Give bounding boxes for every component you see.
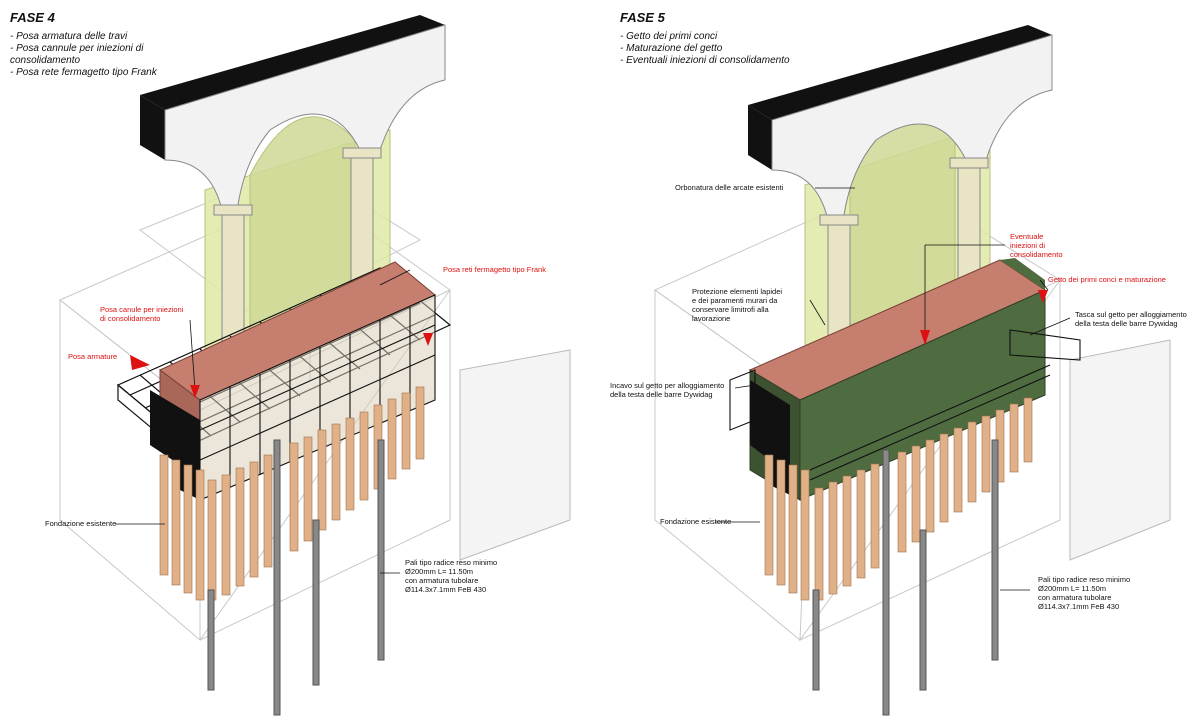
arch-wall [748,25,1053,221]
arch-wall [140,15,446,211]
phase-title: FASE 4 [10,10,55,25]
phase-title: FASE 5 [620,10,665,25]
root-piles-steel [812,439,999,716]
label-getto: Getto dei primi conci e maturazione [1048,275,1166,284]
root-piles-steel [207,439,385,716]
label-iniezioni: Eventuale [1010,232,1044,241]
phase-5-panel: FASE 5 - Getto dei primi conci - Maturaz… [600,0,1200,720]
label-tasca: della testa delle barre Dywidag [1075,319,1178,328]
label-pali: Ø114.3x7.1mm FeB 430 [405,585,487,594]
phase-4-panel: FASE 4 - Posa armatura delle travi - Pos… [10,10,571,716]
label-fondazione: Fondazione esistente [660,517,732,526]
label-pali: Ø200mm L= 11.50m [405,567,474,576]
ground-right-wedge [459,349,571,561]
phase-4-drawing [59,15,571,716]
phase-step: - Posa armatura delle travi [10,31,128,42]
label-iniezioni: consolidamento [1010,250,1063,259]
label-incavo: della testa delle barre Dywidag [610,390,713,399]
phase-step: - Posa cannule per iniezioni di [10,43,144,54]
label-incavo: Incavo sul getto per alloggiamento [610,381,725,390]
phase-step: - Posa rete fermagetto tipo Frank [10,67,157,78]
label-armature: Posa armature [68,352,118,361]
label-rete-frank: Posa reti fermagetto tipo Frank [443,265,546,274]
callout-leaders [115,269,411,574]
label-tasca: Tasca sul getto per alloggiamento [1075,310,1187,319]
label-orbonatura: Orbonatura delle arcate esistenti [675,183,784,192]
label-protezione: Protezione elementi lapidei [692,287,783,296]
label-pali: Ø200mm L= 11.50m [1038,584,1107,593]
phase-step: - Eventuali iniezioni di consolidamento [620,55,790,66]
phase-5-drawing [653,25,1171,716]
label-pali: con armatura tubolare [405,576,479,585]
phase-step: - Maturazione del getto [620,43,723,54]
label-pali: Pali tipo radice reso minimo [405,558,498,567]
ground-right-wedge [1069,339,1171,561]
label-cannule: Posa canule per iniezioni [100,305,184,314]
label-pali: Ø114.3x7.1mm FeB 430 [1038,602,1120,611]
phase-step: consolidamento [10,55,81,66]
rebar-cage-lower [199,294,436,501]
phase-step: - Getto dei primi conci [620,31,718,42]
label-iniezioni: iniezioni di [1010,241,1046,250]
callout-leaders [715,187,1071,591]
callout-arrows [920,290,1048,345]
callout-arrows [130,333,433,398]
label-protezione: e dei paramenti murari da [692,296,778,305]
label-protezione: lavorazione [692,314,731,323]
label-fondazione: Fondazione esistente [45,519,117,528]
micro-piles [764,397,1033,601]
label-pali: Pali tipo radice reso minimo [1038,575,1131,584]
label-protezione: conservare limitrofi alla [692,305,769,314]
label-cannule: di consolidamento [100,314,161,323]
label-pali: con armatura tubolare [1038,593,1112,602]
